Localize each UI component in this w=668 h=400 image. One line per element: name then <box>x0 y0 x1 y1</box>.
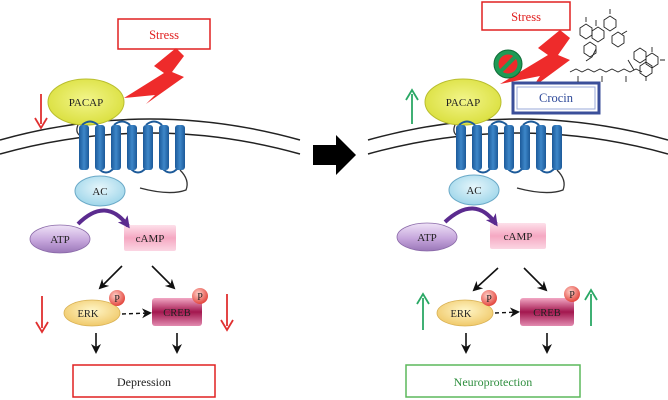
erk-phospho <box>109 290 125 306</box>
stress-label: Stress <box>149 28 179 42</box>
erk-protein <box>63 299 121 327</box>
camp-molecule <box>124 225 176 251</box>
creb-phospho <box>564 286 580 302</box>
crocin-label: Crocin <box>539 91 574 105</box>
erk-label: ERK <box>451 309 472 320</box>
creb-label: CREB <box>163 308 190 319</box>
ac-enzyme <box>74 175 126 207</box>
membrane-inner <box>367 132 668 155</box>
depression-box <box>72 364 216 398</box>
down-arrow-icon <box>34 94 48 130</box>
crocin-molecule-icon <box>569 9 665 82</box>
pacap-label: PACAP <box>69 97 103 109</box>
down-arrow-icon <box>220 294 234 332</box>
membrane-outer <box>0 118 301 141</box>
up-arrow-icon <box>405 88 419 124</box>
neuroprotection-label: Neuroprotection <box>454 375 533 389</box>
neuroprotection-box <box>405 364 581 398</box>
camp-molecule <box>490 223 546 249</box>
erk-phospho-label: P <box>114 294 120 305</box>
lightning-bolt-icon <box>124 48 184 104</box>
stress-label: Stress <box>511 10 541 24</box>
camp-to-erk-arrow <box>98 265 123 290</box>
left-panel: Stress PACAP AC ATP c <box>0 18 301 398</box>
atp-molecule <box>29 224 91 254</box>
creb-phospho-label: P <box>569 290 575 301</box>
stress-box <box>481 1 571 31</box>
erk-protein <box>436 299 494 327</box>
transition-arrow-icon <box>313 135 356 175</box>
depression-label: Depression <box>117 375 171 389</box>
erk-phospho <box>481 290 497 306</box>
stress-box <box>117 18 211 50</box>
ac-label: AC <box>92 186 107 198</box>
creb-phospho <box>192 288 208 304</box>
ac-enzyme <box>448 174 500 206</box>
camp-to-erk-arrow <box>472 267 499 292</box>
atp-label: ATP <box>417 232 437 244</box>
erk-phospho-label: P <box>486 294 492 305</box>
right-panel: Stress PACAP Crocin <box>367 1 668 398</box>
gpcr-receptor <box>79 120 188 194</box>
camp-to-creb-arrow <box>523 267 548 292</box>
crocin-box <box>511 81 601 115</box>
erk-to-creb-arrow <box>121 308 152 319</box>
atp-to-camp-arrow <box>76 208 130 229</box>
camp-label: cAMP <box>504 231 533 243</box>
camp-label: cAMP <box>136 233 165 245</box>
down-arrow-icon <box>35 296 49 334</box>
atp-molecule <box>396 222 458 252</box>
erk-label: ERK <box>78 309 99 320</box>
creb-protein <box>520 298 574 326</box>
up-arrow-icon <box>584 288 598 326</box>
atp-to-camp-arrow <box>443 206 498 227</box>
creb-protein <box>152 298 202 326</box>
ac-label: AC <box>466 185 481 197</box>
camp-to-creb-arrow <box>151 265 176 290</box>
creb-phospho-label: P <box>197 292 203 303</box>
pacap-label: PACAP <box>446 97 480 109</box>
erk-to-creb-arrow <box>494 307 520 318</box>
creb-label: CREB <box>533 308 560 319</box>
atp-label: ATP <box>50 234 70 246</box>
inhibition-icon <box>493 49 523 79</box>
up-arrow-icon <box>416 292 430 330</box>
membrane-outer <box>367 118 668 141</box>
gpcr-receptor <box>456 120 565 194</box>
